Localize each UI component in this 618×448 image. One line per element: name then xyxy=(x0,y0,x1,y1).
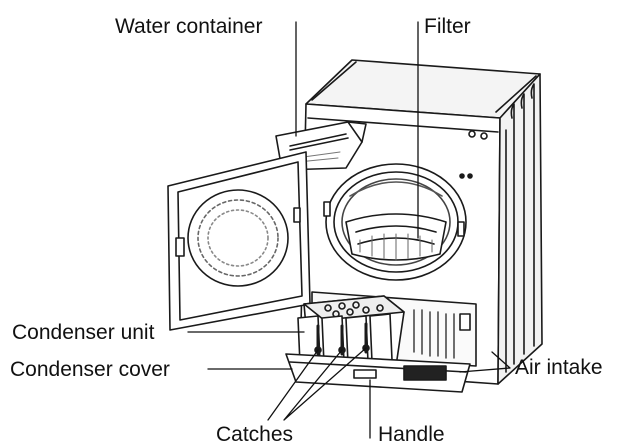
label-catches: Catches xyxy=(216,423,294,446)
label-handle: Handle xyxy=(378,423,445,446)
lint-filter xyxy=(345,213,447,261)
open-door xyxy=(167,151,311,331)
leader-lines xyxy=(187,21,511,439)
condenser-unit xyxy=(297,295,405,373)
leader-catches xyxy=(267,347,367,421)
leader-air-intake xyxy=(459,351,511,373)
condenser-cover xyxy=(285,353,471,393)
label-condenser-unit: Condenser unit xyxy=(12,321,155,344)
label-condenser-cover: Condenser cover xyxy=(10,358,170,381)
label-water-container: Water container xyxy=(115,15,263,38)
label-filter: Filter xyxy=(424,15,471,38)
label-air-intake: Air intake xyxy=(515,356,603,379)
